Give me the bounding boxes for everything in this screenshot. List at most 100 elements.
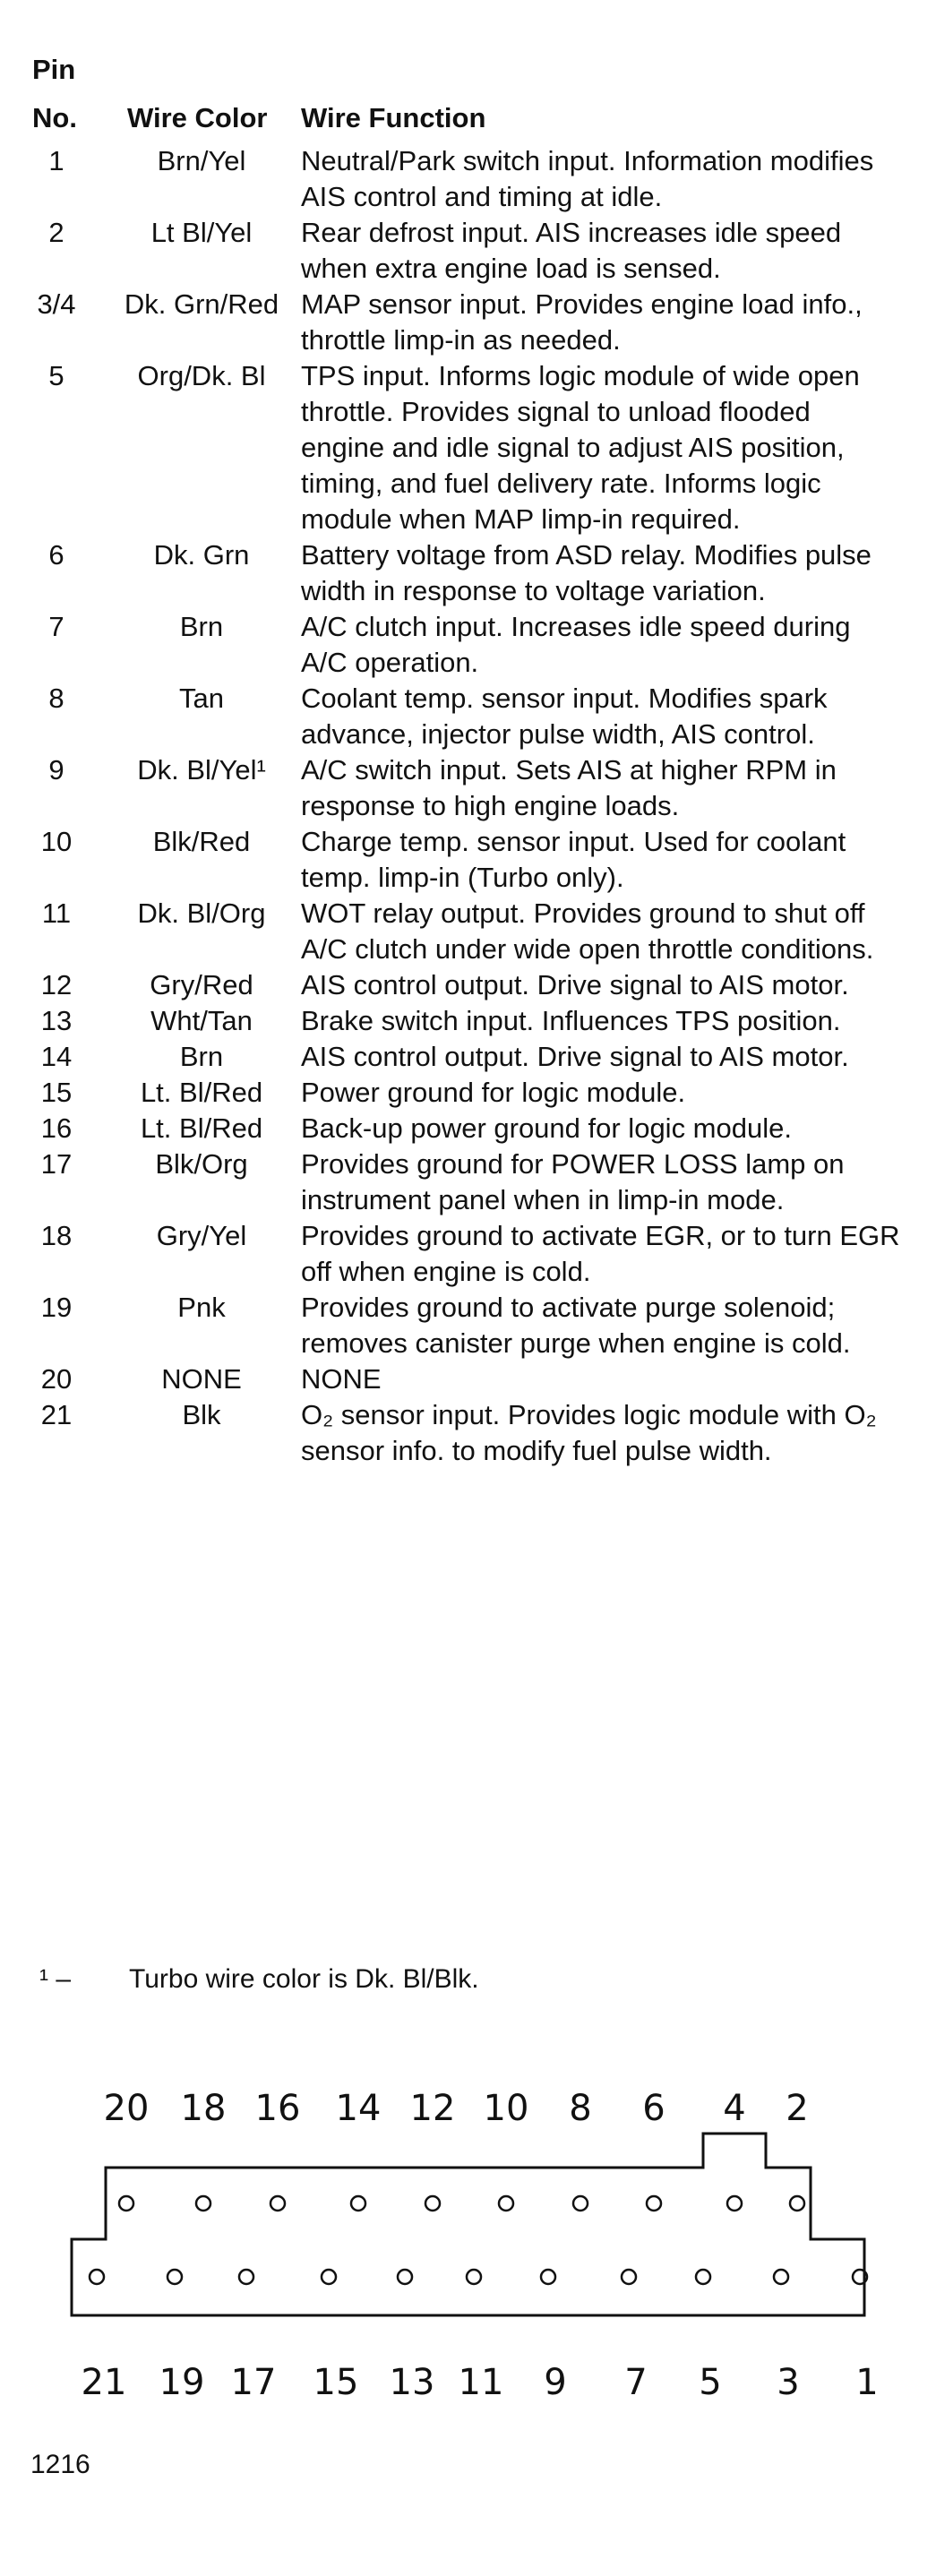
wire-color: Lt. Bl/Red (140, 1112, 263, 1144)
wire-function: WOT relay output. Provides ground to shu… (301, 897, 874, 965)
pin-number: 6 (48, 539, 64, 571)
connector-pin-label: 3 (777, 2362, 800, 2403)
connector-pin-hole (194, 2194, 212, 2212)
connector-pin-hole (424, 2194, 442, 2212)
wire-function: AIS control output. Drive signal to AIS … (301, 969, 849, 1000)
wire-function: TPS input. Informs logic module of wide … (301, 360, 860, 535)
pin-number: 17 (40, 1148, 73, 1180)
wire-color: Dk. Grn/Red (124, 288, 279, 320)
connector-pin-label: 16 (254, 2088, 301, 2129)
wire-color: Brn/Yel (157, 145, 246, 176)
connector-pin-label: 13 (389, 2362, 435, 2403)
pin-number: 13 (40, 1005, 73, 1036)
wire-function: Rear defrost input. AIS increases idle s… (301, 217, 842, 284)
pin-number: 12 (40, 969, 73, 1000)
pin-number: 11 (41, 897, 72, 929)
table-row: 12 Gry/Red AIS control output. Drive signa… (0, 967, 936, 1003)
pin-number: 10 (40, 826, 73, 857)
header-wire-color: Wire Color (127, 102, 268, 133)
connector-pin-label: 7 (624, 2362, 648, 2403)
wire-color: Pnk (177, 1292, 226, 1323)
wire-function: Neutral/Park switch input. Information m… (301, 145, 874, 212)
table-row: 2 Lt Bl/Yel Rear defrost input. AIS increa… (0, 215, 936, 287)
wire-function: Charge temp. sensor input. Used for cool… (301, 826, 846, 893)
header-pin-no: No. (32, 102, 77, 133)
wire-color: Tan (179, 683, 224, 714)
wire-function: O₂ sensor input. Provides logic module w… (301, 1399, 877, 1466)
wire-function: Provides ground for POWER LOSS lamp on i… (301, 1148, 845, 1215)
pin-number: 7 (48, 611, 64, 642)
connector-pin-label: 8 (569, 2088, 592, 2129)
wire-function: A/C clutch input. Increases idle speed d… (301, 611, 851, 678)
connector-pin-hole (166, 2268, 184, 2286)
wire-function: Provides ground to activate purge soleno… (301, 1292, 851, 1359)
connector-pin-hole (788, 2194, 806, 2212)
connector-pin-hole (88, 2268, 106, 2286)
pin-number: 20 (40, 1363, 73, 1395)
pin-number: 19 (40, 1292, 73, 1323)
wire-color: Lt Bl/Yel (150, 217, 253, 248)
connector-pin-hole (571, 2194, 589, 2212)
connector-pin-hole (269, 2194, 287, 2212)
connector-pin-hole (237, 2268, 255, 2286)
table-row: 7 Brn A/C clutch input. Increases idle spe… (0, 609, 936, 681)
connector-pin-label: 10 (483, 2088, 529, 2129)
header-wire-function: Wire Function (301, 102, 486, 133)
pin-number: 2 (48, 217, 64, 248)
pin-number: 8 (48, 683, 64, 714)
connector-pin-label: 1 (855, 2362, 879, 2403)
wire-color: Lt. Bl/Red (140, 1077, 263, 1108)
wire-color: Brn (179, 611, 224, 642)
wire-function: AIS control output. Drive signal to AIS … (301, 1041, 849, 1072)
wire-color: NONE (161, 1363, 242, 1395)
connector-pin-label: 17 (230, 2362, 277, 2403)
wire-function: Coolant temp. sensor input. Modifies spa… (301, 683, 828, 750)
connector-pin-label: 14 (335, 2088, 382, 2129)
table-row: 20 NONE NONE (0, 1361, 936, 1397)
table-row: 8 Tan Coolant temp. sensor input. Modifies… (0, 681, 936, 752)
connector-pin-label: 19 (159, 2362, 205, 2403)
pin-number: 5 (48, 360, 64, 391)
pin-number: 21 (40, 1399, 73, 1430)
connector-pin-label: 20 (103, 2088, 150, 2129)
page-number: 1216 (30, 2450, 90, 2479)
connector-pin-hole (320, 2268, 338, 2286)
wire-function: NONE (301, 1363, 382, 1395)
header-pin: Pin (32, 54, 76, 85)
connector-pin-hole (117, 2194, 135, 2212)
connector-pin-hole (497, 2194, 515, 2212)
wire-color: Dk. Bl/Org (137, 897, 266, 929)
table-row: 11 Dk. Bl/Org WOT relay output. Provides g… (0, 896, 936, 967)
wire-color: Dk. Grn (153, 539, 250, 571)
connector-pin-hole (694, 2268, 712, 2286)
connector-pin-label: 12 (409, 2088, 456, 2129)
connector-pin-hole (620, 2268, 638, 2286)
wire-color: Wht/Tan (150, 1005, 253, 1036)
wire-color: Blk/Org (155, 1148, 248, 1180)
pin-number: 15 (40, 1077, 73, 1108)
connector-top-holes (117, 2194, 806, 2212)
wire-color: Gry/Yel (156, 1220, 247, 1251)
connector-pin-hole (539, 2268, 557, 2286)
wire-function: MAP sensor input. Provides engine load i… (301, 288, 863, 356)
wire-color: Org/Dk. Bl (137, 360, 266, 391)
wire-function: Power ground for logic module. (301, 1077, 686, 1108)
connector-pin-hole (396, 2268, 414, 2286)
connector-pin-label: 6 (642, 2088, 666, 2129)
connector-pin-hole (349, 2194, 367, 2212)
table-row: 15 Lt. Bl/Red Power ground for logic modul… (0, 1075, 936, 1111)
wire-color: Gry/Red (150, 969, 253, 1000)
connector-bottom-holes (88, 2268, 869, 2286)
connector-pin-hole (726, 2194, 743, 2212)
pin-number: 18 (40, 1220, 73, 1251)
connector-pin-label: 11 (458, 2362, 504, 2403)
connector-pin-label: 9 (544, 2362, 567, 2403)
footnote-marker: ¹ – (39, 1964, 72, 1994)
connector-pin-label: 15 (313, 2362, 359, 2403)
